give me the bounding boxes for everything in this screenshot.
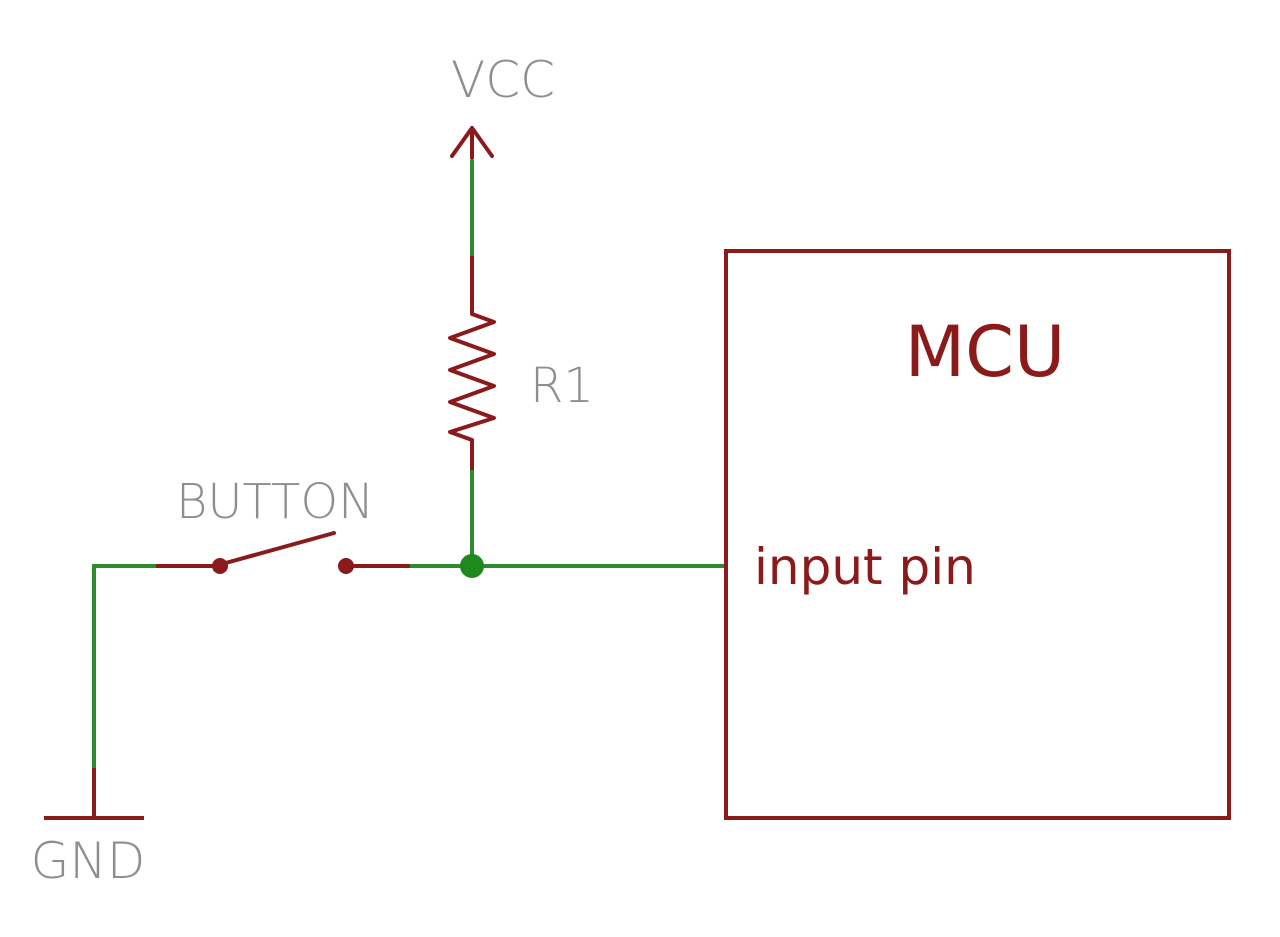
vcc-arrow-symbol bbox=[450, 126, 494, 160]
vcc-label: VCC bbox=[451, 51, 555, 109]
r1-label: R1 bbox=[530, 358, 594, 414]
push-button-switch bbox=[156, 531, 410, 574]
mcu-label: MCU bbox=[905, 311, 1066, 393]
junction-dot bbox=[460, 554, 484, 578]
input-pin-label: input pin bbox=[754, 538, 976, 596]
resistor-r1 bbox=[448, 312, 496, 442]
button-label: BUTTON bbox=[176, 474, 374, 530]
gnd-label: GND bbox=[31, 832, 146, 890]
wire-gnd-to-button bbox=[92, 564, 156, 768]
mcu-box bbox=[724, 249, 1231, 820]
